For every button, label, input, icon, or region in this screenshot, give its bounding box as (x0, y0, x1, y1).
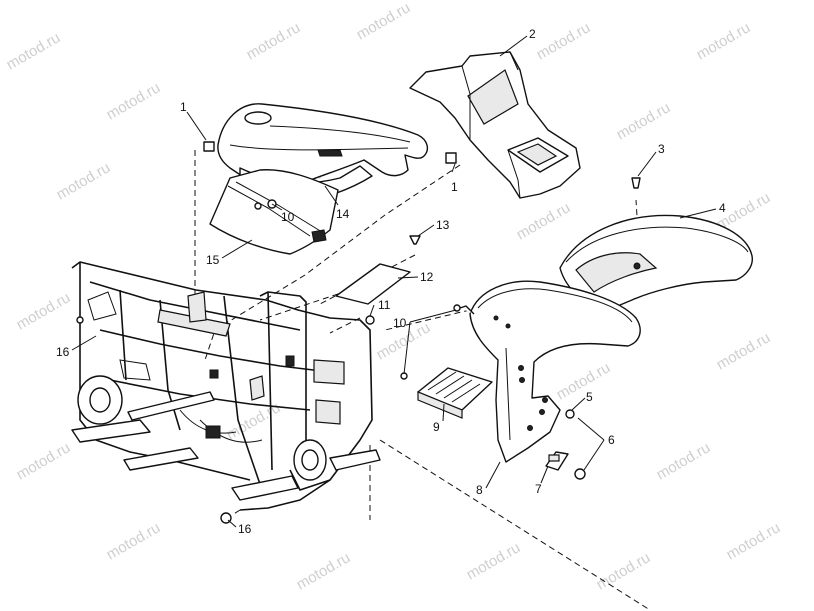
callout-1-right: 1 (451, 180, 458, 194)
watermark: motod.ru (354, 0, 414, 43)
callout-10-lower: 10 (393, 316, 407, 330)
part-13-fastener (409, 235, 421, 245)
watermark: motod.ru (104, 79, 164, 123)
callout-1-left: 1 (180, 100, 187, 114)
callout-9: 9 (433, 420, 440, 434)
part-1-clip-left (203, 141, 215, 152)
callout-7: 7 (535, 482, 542, 496)
part-12-bracket (335, 263, 411, 305)
part-3-rivet (631, 177, 641, 189)
part-15-inner-panel (209, 169, 339, 255)
watermark: motod.ru (534, 19, 594, 63)
callout-8: 8 (476, 483, 483, 497)
part-9-footrest (417, 367, 493, 419)
callout-12: 12 (420, 270, 434, 284)
part-8-rear-fender-side (469, 280, 641, 463)
callout-13: 13 (436, 218, 450, 232)
part-5-nut (565, 409, 575, 419)
callout-16-bottom: 16 (238, 522, 252, 536)
part-16-bolt-left (76, 316, 84, 324)
watermark: motod.ru (4, 29, 64, 73)
callout-4: 4 (719, 201, 726, 215)
watermark: motod.ru (654, 439, 714, 483)
watermark: motod.ru (514, 199, 574, 243)
callout-15: 15 (206, 253, 220, 267)
watermark: motod.ru (104, 519, 164, 563)
callout-3: 3 (658, 142, 665, 156)
part-6-nut (574, 468, 586, 480)
fasteners (76, 141, 641, 524)
assembly-guide-lines (194, 150, 651, 611)
watermark: motod.ru (554, 359, 614, 403)
callout-labels: 1 2 1 3 4 10 14 13 15 12 11 10 16 5 6 9 … (56, 27, 726, 536)
watermark: motod.ru (614, 99, 674, 143)
callout-16-left: 16 (56, 345, 70, 359)
part-7-plate (545, 451, 569, 471)
watermark: motod.ru (724, 519, 784, 563)
callout-11: 11 (378, 298, 391, 312)
callout-6: 6 (608, 433, 615, 447)
watermark: motod.ru (714, 329, 774, 373)
callout-14: 14 (336, 207, 350, 221)
watermark: motod.ru (464, 539, 524, 583)
watermark: motod.ru (594, 549, 654, 593)
part-11-washer (365, 315, 375, 325)
part-1-clip-right (445, 152, 457, 164)
watermark: motod.ru (244, 19, 304, 63)
watermark: motod.ru (54, 159, 114, 203)
part-2-front-cover (409, 51, 581, 199)
leader-lines (71, 35, 717, 528)
callout-10-upper: 10 (281, 210, 295, 224)
vehicle-frame (71, 261, 381, 511)
callout-2: 2 (529, 27, 536, 41)
watermark: motod.ru (14, 439, 74, 483)
watermark: motod.ru (694, 19, 754, 63)
part-10-bolt-right (459, 305, 475, 315)
callout-5: 5 (586, 390, 593, 404)
watermark: motod.ru (294, 549, 354, 593)
watermark: motod.ru (14, 289, 74, 333)
